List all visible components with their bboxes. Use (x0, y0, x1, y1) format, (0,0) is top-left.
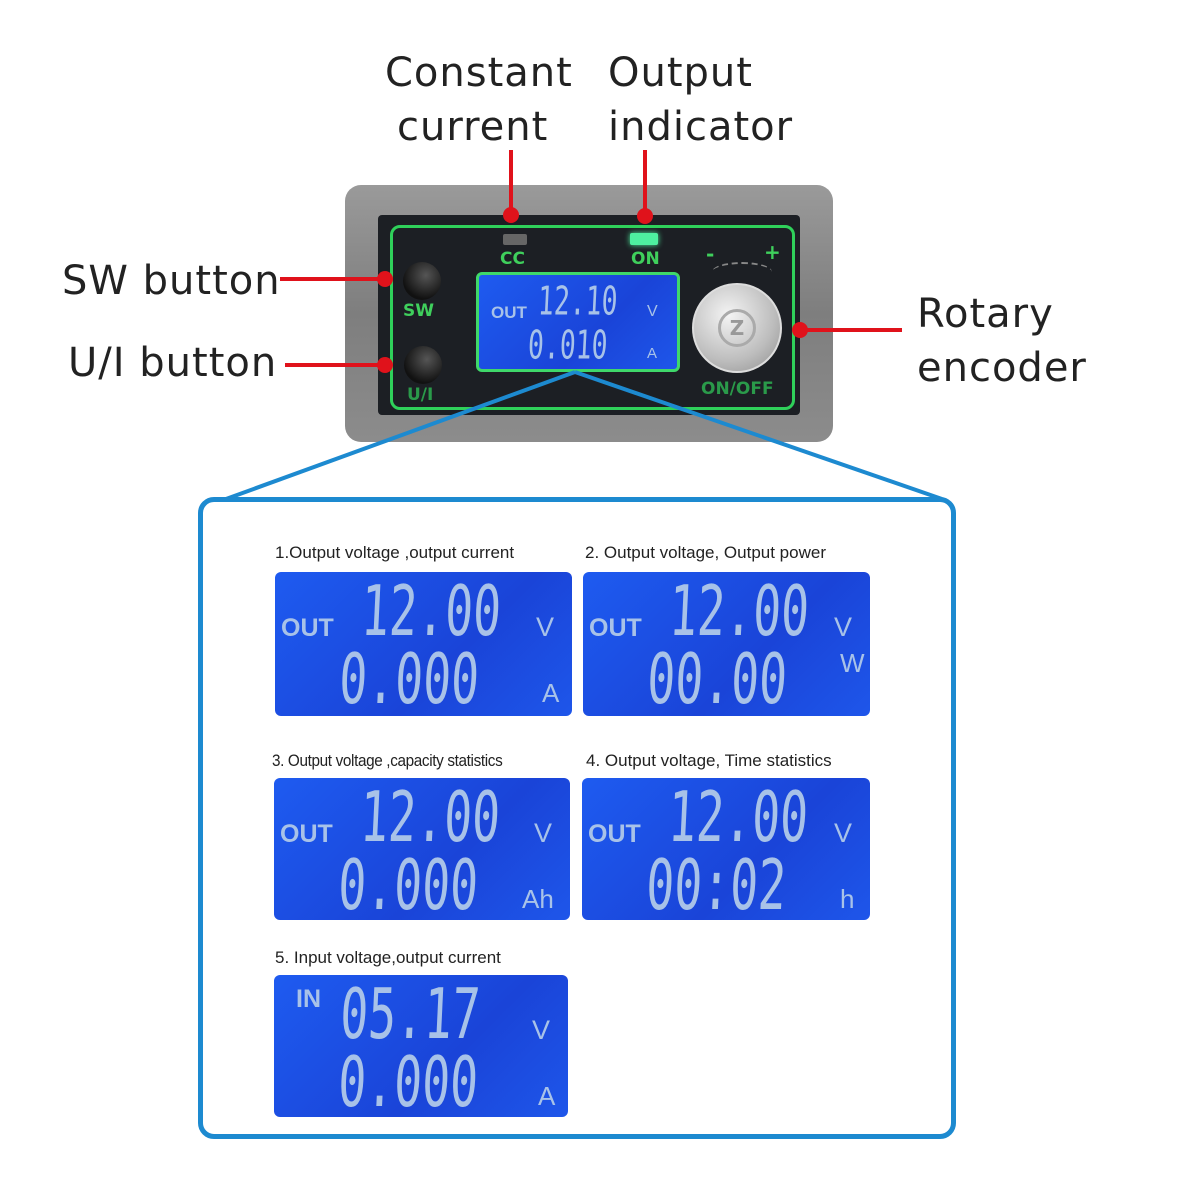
device-lcd: OUT 12.10 V 0.010 A (476, 272, 680, 372)
onoff-label: ON/OFF (701, 379, 774, 399)
rotation-arrow-icon (712, 262, 772, 282)
lcd-mode: OUT (491, 303, 527, 322)
mode-caption: 1.Output voltage ,output current (275, 543, 515, 562)
mode-caption: 2. Output voltage, Output power (585, 543, 826, 562)
plus-label: + (764, 240, 781, 264)
display-modes-frame (198, 497, 956, 1139)
callout-rotary-encoder: Rotary encoder (917, 287, 1087, 395)
leader-rotary (800, 328, 902, 332)
mode-caption: 5. Input voltage,output current (275, 948, 501, 967)
mode-lcd-3: OUT 12.00 V 0.000 Ah (274, 778, 570, 920)
leader-dot (792, 322, 808, 338)
lcd-line1: 12.00 (359, 572, 503, 652)
lcd-line2: 0.000 (337, 638, 481, 716)
callout-constant-current: Constant current (385, 46, 573, 154)
lcd-unit2: A (542, 678, 560, 708)
leader-ui (285, 363, 385, 367)
mode-caption: 3. Output voltage ,capacity statistics (272, 751, 503, 770)
lcd-unit1: V (536, 612, 555, 642)
connector-left (225, 370, 576, 501)
lcd-line2: 00:02 (644, 844, 788, 920)
lcd-unit1: V (834, 818, 853, 848)
lcd-line2: 0.000 (336, 844, 480, 920)
callout-sw-button: SW button (62, 258, 281, 304)
leader-on (643, 150, 647, 215)
on-label: ON (631, 249, 660, 269)
rotary-encoder-knob[interactable]: Z (692, 283, 782, 373)
leader-dot (637, 208, 653, 224)
cc-indicator-led (503, 234, 527, 245)
lcd-mode: OUT (589, 614, 642, 642)
lcd-line1: 12.00 (667, 572, 811, 652)
lcd-line1: 12.00 (358, 778, 502, 858)
leader-cc (509, 150, 513, 215)
connector-right (574, 370, 943, 501)
callout-line: current (397, 104, 549, 150)
callout-ui-button: U/I button (68, 340, 278, 386)
sw-button[interactable] (403, 262, 441, 300)
lcd-line2: 00.00 (645, 638, 789, 716)
lcd-unit1: V (834, 612, 853, 642)
mode-lcd-2: OUT 12.00 V 00.00 W (583, 572, 870, 716)
lcd-mode: IN (296, 985, 321, 1013)
green-bezel (390, 225, 795, 410)
mode-caption: 4. Output voltage, Time statistics (586, 751, 832, 770)
callout-line: Output (608, 50, 753, 96)
ui-label: U/I (407, 385, 434, 405)
callout-output-indicator: Output indicator (608, 46, 793, 154)
leader-sw (280, 277, 385, 281)
power-logo-icon: Z (718, 309, 756, 347)
cc-label: CC (500, 249, 525, 269)
lcd-mode: OUT (281, 614, 334, 642)
lcd-unit2: Ah (522, 884, 554, 914)
lcd-unit2: A (538, 1081, 556, 1111)
mode-lcd-4: OUT 12.00 V 00:02 h (582, 778, 870, 920)
lcd-line2: 0.000 (336, 1041, 480, 1117)
ui-button[interactable] (404, 346, 442, 384)
lcd-mode: OUT (280, 820, 333, 848)
leader-dot (377, 357, 393, 373)
callout-line: indicator (608, 104, 794, 150)
callout-line: encoder (917, 345, 1087, 391)
lcd-unit2: h (840, 884, 855, 914)
on-indicator-led (630, 233, 658, 245)
lcd-line1: 12.00 (666, 778, 810, 858)
leader-dot (503, 207, 519, 223)
mode-lcd-1: OUT 12.00 V 0.000 A (275, 572, 572, 716)
lcd-mode: OUT (588, 820, 641, 848)
minus-label: - (706, 242, 715, 266)
callout-line: Rotary (917, 291, 1054, 337)
lcd-unit1: V (532, 1015, 551, 1045)
sw-label: SW (403, 301, 434, 321)
lcd-line1: 05.17 (338, 975, 482, 1055)
lcd-unit2: W (840, 648, 865, 678)
leader-dot (377, 271, 393, 287)
lcd-unit1: V (534, 818, 553, 848)
lcd-unit1: V (647, 303, 658, 320)
lcd-unit2: A (647, 345, 658, 362)
callout-line: Constant (385, 50, 573, 96)
mode-lcd-5: IN 05.17 V 0.000 A (274, 975, 568, 1117)
